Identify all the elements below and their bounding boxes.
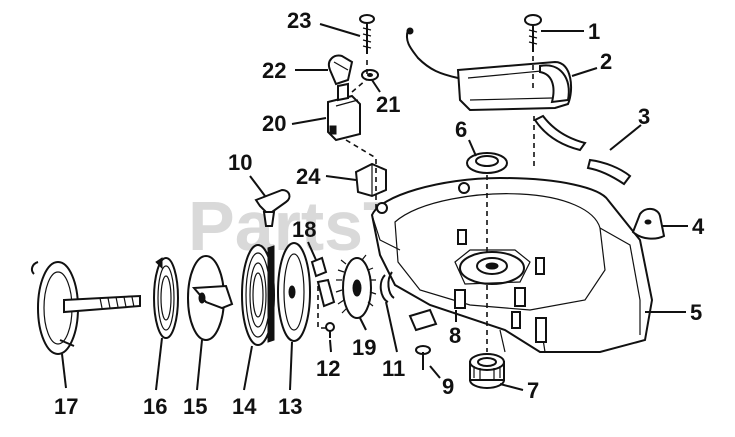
switch-body-part-20: [327, 82, 361, 142]
label-1: 1: [588, 19, 600, 44]
bracket-part-24: [354, 162, 387, 198]
label-17: 17: [54, 394, 78, 419]
label-24: 24: [296, 164, 321, 189]
label-11: 11: [382, 356, 405, 381]
label-9: 9: [442, 374, 454, 399]
label-13: 13: [278, 394, 302, 419]
label-18: 18: [292, 217, 316, 242]
shaft-part-17: [30, 261, 141, 355]
label-6: 6: [455, 117, 467, 142]
spring-part-16: [153, 257, 179, 339]
label-5: 5: [690, 300, 702, 325]
label-12: 12: [316, 356, 340, 381]
knob-part-22: [328, 54, 354, 86]
label-19: 19: [352, 335, 376, 360]
label-20: 20: [262, 111, 286, 136]
plate-part-8: [408, 308, 438, 332]
clip-part-11: [379, 271, 395, 303]
hose-part-3: [533, 114, 632, 186]
seal-part-6: [466, 152, 508, 174]
assembly-lines: [317, 56, 535, 352]
label-21: 21: [376, 92, 400, 117]
label-4: 4: [692, 214, 705, 239]
bearing-part-7: [469, 353, 505, 389]
spring-cup-part-15: [187, 255, 234, 341]
label-10: 10: [228, 150, 252, 175]
label-3: 3: [638, 104, 650, 129]
pawl-part-18: [310, 256, 336, 308]
spring-part-14: [241, 244, 275, 346]
label-14: 14: [232, 394, 257, 419]
leader-lines: [61, 23, 688, 391]
grommet-part-4: [631, 208, 666, 240]
cover-part-2: [406, 27, 573, 112]
label-2: 2: [600, 49, 612, 74]
part-number-labels: 1 2 3 4 5 6 7 8 9 10 11 12 13 14 15 16 1…: [54, 8, 705, 419]
gear-part-19: [335, 254, 377, 319]
washer-part-21: [361, 69, 379, 81]
screw-part-23: [359, 14, 375, 54]
label-23: 23: [287, 8, 311, 33]
blower-housing-part: [370, 176, 654, 353]
label-8: 8: [449, 323, 461, 348]
screw-part-9: [415, 345, 431, 370]
screw-part-12: [325, 322, 335, 338]
screw-part-1: [524, 14, 542, 52]
label-22: 22: [262, 58, 286, 83]
label-7: 7: [527, 378, 539, 403]
label-16: 16: [143, 394, 167, 419]
pulley-part-13: [277, 242, 311, 342]
handle-part-10: [254, 188, 291, 227]
label-15: 15: [183, 394, 207, 419]
